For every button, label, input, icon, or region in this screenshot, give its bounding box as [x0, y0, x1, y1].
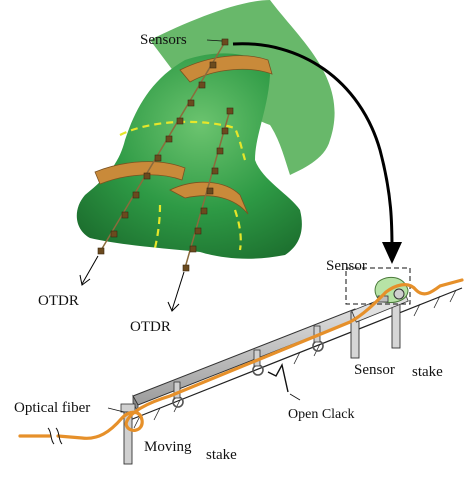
sensor-stake-label-2: stake: [412, 364, 443, 380]
fiber-break-marks: [47, 427, 63, 445]
otdr-left-arrowhead: [79, 274, 91, 286]
landslide-slope: [76, 53, 302, 259]
open-crack: [267, 363, 289, 393]
crack-line-upper: [119, 120, 247, 161]
sensors-leader: [206, 39, 223, 42]
sensor-stake-label-1: Sensor: [354, 362, 395, 378]
otdr-right-label: OTDR: [130, 319, 171, 335]
sensor-label: Sensor: [326, 258, 367, 274]
otdr-right-arrowhead: [167, 301, 180, 312]
middle-scarp: [94, 161, 186, 185]
otdr-left-arrow: [81, 255, 99, 285]
optical-fiber: [18, 278, 464, 440]
otdr-right-arrow: [171, 271, 185, 311]
zoom-arrowhead: [382, 242, 402, 264]
open-crack-label: Open Clack: [288, 407, 354, 422]
top-scarp: [179, 55, 273, 83]
sensors-label: Sensors: [140, 32, 187, 48]
open-crack-leader: [289, 393, 301, 401]
moving-label: Moving: [144, 439, 192, 455]
lower-scarp: [169, 181, 249, 215]
ground-surface: [129, 287, 463, 421]
crack-line-right: [233, 209, 242, 251]
sensor-chain-left: [97, 38, 229, 255]
sensor-chain-right: [182, 107, 234, 272]
optical-fiber-leader: [107, 407, 125, 413]
otdr-left-label: OTDR: [38, 293, 79, 309]
optical-fiber-label: Optical fiber: [14, 400, 90, 416]
crack-line-left: [153, 204, 162, 249]
sensor-cable-left: [99, 41, 226, 253]
moving-stake-label: stake: [206, 447, 237, 463]
zoom-arrow: [232, 42, 394, 251]
